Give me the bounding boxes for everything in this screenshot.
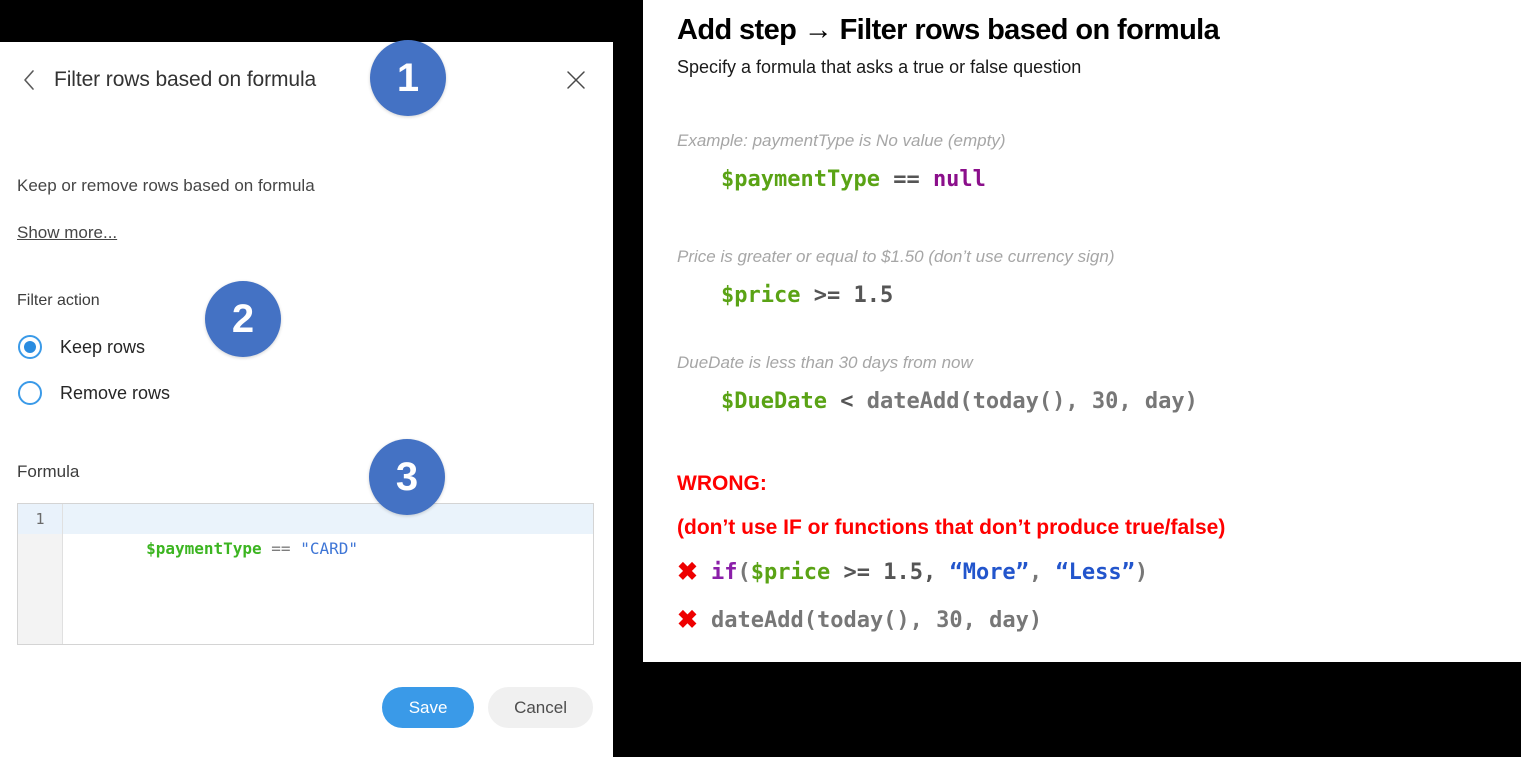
dialog-footer: Save Cancel (0, 687, 613, 728)
filter-action-label: Filter action (17, 292, 100, 309)
formula-label: Formula (17, 462, 80, 481)
token-function: dateAdd(today(), 30, day) (711, 608, 1043, 633)
step-badge-1: 1 (370, 40, 446, 116)
filter-rows-dialog: Filter rows based on formula Keep or rem… (0, 42, 613, 757)
wrong-example-code: dateAdd(today(), 30, day) (711, 608, 1042, 633)
help-subtitle: Specify a formula that asks a true or fa… (677, 57, 1082, 77)
radio-keep-rows[interactable]: Keep rows (18, 335, 145, 359)
dialog-header: Filter rows based on formula (0, 42, 613, 118)
token-variable: $DueDate (721, 389, 827, 414)
token-variable: $paymentType (721, 167, 880, 192)
token-variable: $price (750, 560, 831, 585)
radio-remove-rows-label: Remove rows (60, 382, 171, 403)
step-badge-3: 3 (369, 439, 445, 515)
wrong-heading: WRONG: (677, 472, 767, 495)
formula-code-editor[interactable]: 1 $paymentType == "CARD" (17, 503, 594, 645)
radio-unselected-icon (18, 381, 42, 405)
radio-keep-rows-label: Keep rows (60, 336, 146, 357)
cross-mark-icon: ✖ (677, 558, 698, 586)
example-caption: Price is greater or equal to $1.50 (don’… (677, 247, 1115, 266)
token-variable: $paymentType (146, 539, 262, 558)
token-function: dateAdd(today(), 30, day) (866, 389, 1198, 414)
token-operator: == (261, 539, 301, 558)
token-string: “Less” (1055, 560, 1135, 585)
example-caption: Example: paymentType is No value (empty) (677, 131, 1006, 150)
radio-remove-rows[interactable]: Remove rows (18, 381, 170, 405)
dialog-title: Filter rows based on formula (54, 68, 317, 91)
editor-gutter: 1 (18, 504, 63, 644)
token-punct: ) (1134, 560, 1149, 585)
wrong-note: (don’t use IF or functions that don’t pr… (677, 516, 1226, 539)
token-punct: ( (737, 560, 751, 585)
save-button[interactable]: Save (382, 687, 475, 728)
example-code: $price >= 1.5 (721, 283, 1115, 308)
token-operator: >= (800, 283, 854, 308)
cancel-button[interactable]: Cancel (488, 687, 593, 728)
token-operator: >= (830, 560, 884, 585)
example-block: DueDate is less than 30 days from now $D… (677, 353, 1198, 414)
example-block: Example: paymentType is No value (empty)… (677, 131, 1005, 192)
token-variable: $price (721, 283, 801, 308)
token-punct: , (1028, 560, 1056, 585)
token-operator: < (826, 389, 867, 414)
wrong-example-row: ✖ dateAdd(today(), 30, day) (677, 606, 1042, 634)
example-code: $paymentType == null (721, 167, 1005, 192)
token-string: “More” (949, 560, 1029, 585)
help-panel: Add step → Filter rows based on formula … (643, 0, 1521, 662)
close-icon[interactable] (561, 65, 591, 95)
step-badge-2: 2 (205, 281, 281, 357)
token-null: null (932, 167, 986, 192)
chevron-left-icon[interactable] (16, 67, 42, 93)
dialog-subtitle: Keep or remove rows based on formula (17, 176, 315, 195)
token-operator: == (879, 167, 933, 192)
wrong-example-row: ✖ if($price >= 1.5, “More”, “Less”) (677, 558, 1148, 586)
cross-mark-icon: ✖ (677, 606, 698, 634)
example-code: $DueDate < dateAdd(today(), 30, day) (721, 389, 1198, 414)
editor-line-1[interactable]: $paymentType == "CARD" (63, 504, 593, 558)
help-title: Add step → Filter rows based on formula (677, 14, 1220, 46)
token-keyword: if (711, 560, 738, 585)
editor-body[interactable]: $paymentType == "CARD" (63, 504, 593, 644)
token-number: 1.5, (883, 560, 950, 585)
example-caption: DueDate is less than 30 days from now (677, 353, 973, 372)
example-block: Price is greater or equal to $1.50 (don’… (677, 247, 1115, 308)
radio-selected-icon (18, 335, 42, 359)
wrong-example-code: if($price >= 1.5, “More”, “Less”) (711, 560, 1148, 585)
token-number: 1.5 (853, 283, 894, 308)
token-string: "CARD" (300, 539, 358, 558)
show-more-link[interactable]: Show more... (17, 223, 118, 242)
line-number: 1 (18, 504, 62, 534)
